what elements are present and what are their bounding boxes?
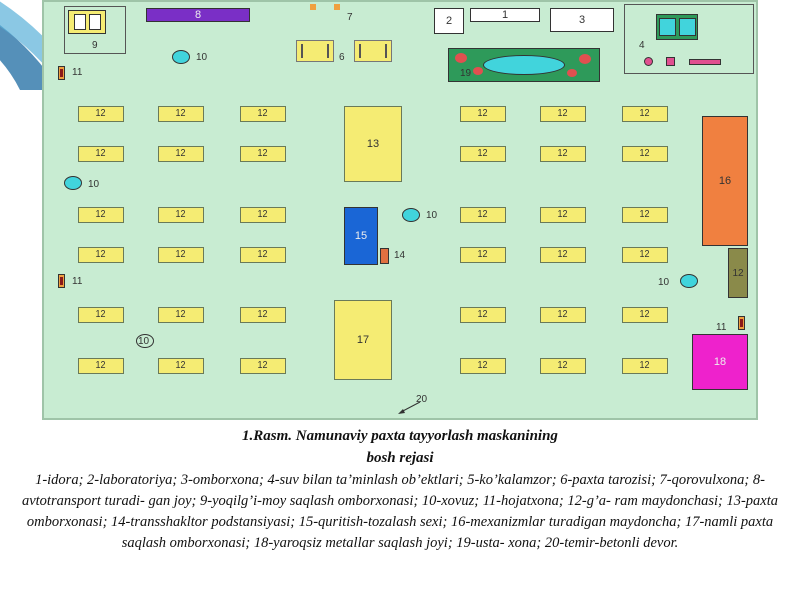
label-9: 9	[92, 40, 98, 51]
scrap-metal-yard: 18	[692, 334, 748, 390]
storage-pad: 12	[158, 207, 204, 223]
storage-pad: 12	[460, 146, 506, 162]
storage-pad: 12	[158, 307, 204, 323]
storage-pad: 12	[158, 358, 204, 374]
toilet-3	[738, 316, 745, 330]
storage-pad: 12	[78, 307, 124, 323]
label-13: 13	[366, 138, 380, 150]
storage-pad: 12	[460, 307, 506, 323]
machinery-yard: 16	[702, 116, 748, 246]
storage-pad: 12	[78, 207, 124, 223]
label-10-e: 10	[138, 336, 150, 347]
vehicle-parking: 8	[146, 8, 250, 22]
label-14: 14	[394, 250, 406, 261]
storage-pad: 12	[622, 307, 668, 323]
label-8: 8	[194, 9, 202, 21]
storage-pad: 12	[460, 207, 506, 223]
toilet-1	[58, 66, 65, 80]
storage-pad: 12	[78, 358, 124, 374]
label-10-a: 10	[196, 52, 208, 63]
storage-pad: 12	[460, 106, 506, 122]
storage: 3	[550, 8, 614, 32]
storage-pad: 12	[540, 106, 586, 122]
water-valve-2	[666, 57, 675, 66]
figure-title-line2: bosh rejasi	[366, 450, 434, 466]
label-16: 16	[718, 175, 732, 187]
storage-pad: 12	[78, 146, 124, 162]
pond-3	[402, 208, 420, 222]
label-18: 18	[713, 356, 727, 368]
label-10-b: 10	[88, 179, 100, 190]
figure-legend: 1-idora; 2-laboratoriya; 3-omborxona; 4-…	[21, 472, 779, 551]
label-3: 3	[578, 14, 586, 26]
label-11-b: 11	[72, 276, 83, 287]
site-plan: 9 8 7 6 2 1 3 19 4 11 11 11	[42, 0, 758, 420]
wall-pointer-arrow	[398, 401, 421, 414]
storage-pad: 12	[158, 106, 204, 122]
storage-pad: 12	[240, 207, 286, 223]
storage-pad: 12	[540, 146, 586, 162]
storage-pad: 12	[78, 247, 124, 263]
cotton-warehouse: 13	[344, 106, 402, 182]
storage-pad: 12	[78, 106, 124, 122]
fountain-pool	[483, 55, 565, 75]
storage-pad: 12	[622, 146, 668, 162]
storage-pad: 12	[540, 358, 586, 374]
guard-post-right	[334, 4, 340, 10]
storage-pad: 12	[240, 358, 286, 374]
storage-pad: 12	[622, 247, 668, 263]
storage-pad-side: 12	[728, 248, 748, 298]
label-20: 20	[416, 394, 428, 405]
label-11-c: 11	[716, 322, 727, 333]
toilet-2	[58, 274, 65, 288]
storage-pad: 12	[460, 247, 506, 263]
pond-5	[136, 334, 154, 348]
label-19: 19	[460, 68, 472, 79]
storage-pad: 12	[240, 247, 286, 263]
storage-pad: 12	[540, 247, 586, 263]
water-valve-1	[644, 57, 653, 66]
cotton-scale-1	[296, 40, 334, 62]
storage-pad: 12	[240, 146, 286, 162]
storage-pad: 12	[460, 358, 506, 374]
water-tanks	[656, 14, 698, 40]
laboratory: 2	[434, 8, 464, 34]
label-15: 15	[354, 230, 368, 242]
wet-cotton-warehouse: 17	[334, 300, 392, 380]
label-6: 6	[339, 52, 345, 63]
pond-4	[680, 274, 698, 288]
storage-pad: 12	[158, 146, 204, 162]
label-17: 17	[356, 334, 370, 346]
label-11-a: 11	[72, 67, 83, 78]
storage-pad: 12	[622, 106, 668, 122]
cotton-scale-2	[354, 40, 392, 62]
pond-2	[64, 176, 82, 190]
guard-post-left	[310, 4, 316, 10]
storage-pad: 12	[240, 106, 286, 122]
storage-pad: 12	[240, 307, 286, 323]
fuel-tanks	[68, 10, 106, 34]
storage-pad: 12	[540, 307, 586, 323]
label-10-c: 10	[426, 210, 438, 221]
office: 1	[470, 8, 540, 22]
drying-cleaning-shop: 15	[344, 207, 378, 265]
label-10-d: 10	[658, 277, 670, 288]
label-4: 4	[639, 40, 645, 51]
label-2: 2	[445, 15, 453, 27]
water-pipe	[689, 59, 721, 65]
storage-pad: 12	[540, 207, 586, 223]
pond-1	[172, 50, 190, 64]
storage-pad: 12	[158, 247, 204, 263]
greenery-area	[448, 48, 600, 82]
storage-pad: 12	[622, 358, 668, 374]
label-1: 1	[501, 9, 509, 21]
storage-pad: 12	[622, 207, 668, 223]
label-7: 7	[347, 12, 353, 23]
transformer-substation	[380, 248, 389, 264]
figure-title-line1: 1.Rasm. Namunaviy paxta tayyorlash maska…	[242, 428, 558, 444]
